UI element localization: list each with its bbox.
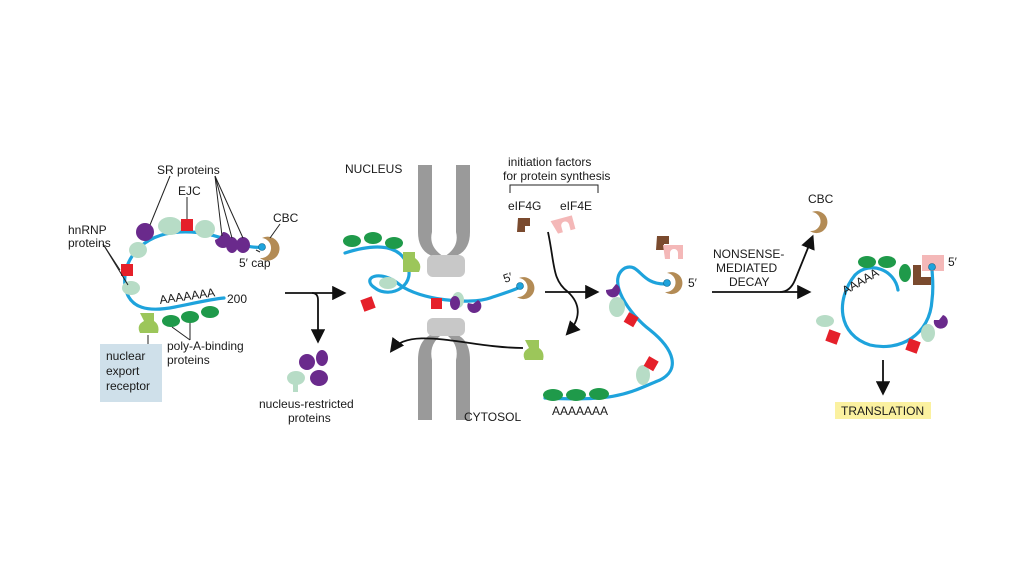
initiation-factors: initiation factors for protein synthesis… [503, 155, 610, 336]
label-pabp-2: proteins [167, 353, 210, 367]
label-cbc-released: CBC [808, 192, 834, 206]
nucleus-restricted-proteins: nucleus-restricted proteins [259, 350, 354, 425]
panel-cytosolic-mrnp: 5′ AAAAAAA [543, 236, 698, 418]
eif4e [550, 215, 576, 234]
ejc [121, 264, 133, 276]
label-eif4e: eIF4E [560, 199, 592, 213]
label-5-prime: 5′ [501, 269, 515, 285]
panel-nuclear-mrnp: SR proteins EJC hnRNP proteins CBC 5′ ca… [68, 163, 299, 402]
panel-export-through-pore: NUCLEUS CYTOSOL 5′ [343, 162, 544, 424]
cbc [260, 236, 280, 261]
poly-a-binding-protein [181, 311, 199, 323]
released-cbc [810, 211, 828, 234]
hnrnp-protein [122, 281, 140, 295]
hnrnp-protein [195, 220, 215, 238]
label-cytosol: CYTOSOL [464, 410, 521, 424]
label-export-1: nuclear [106, 349, 145, 363]
label-export-3: receptor [106, 379, 150, 393]
translation-box [835, 402, 931, 419]
label-nucleus: NUCLEUS [345, 162, 402, 176]
label-nmd-2: MEDIATED [716, 261, 777, 275]
label-hnrnp-2: proteins [68, 236, 111, 250]
label-export-2: export [106, 364, 140, 378]
poly-a-binding-protein [201, 306, 219, 318]
label-translation: TRANSLATION [841, 404, 924, 418]
label-5-cap: 5′ cap [239, 256, 271, 270]
label-5-prime: 5′ [688, 276, 698, 290]
label-ejc: EJC [178, 184, 201, 198]
mrna-strand [840, 266, 935, 349]
sr-protein [226, 237, 238, 253]
poly-a-tail: AAAAAAA [552, 404, 608, 418]
label-restricted-1: nucleus-restricted [259, 397, 354, 411]
mrna-strand [123, 230, 264, 311]
panel-circularized-mrna: 5′ AAAAA TRANSLATION [816, 255, 958, 419]
export-receptor-label-box [100, 344, 162, 402]
arrow-nmd: NONSENSE- MEDIATED DECAY CBC [712, 192, 834, 300]
label-cbc: CBC [273, 211, 299, 225]
poly-a-length: 200 [227, 292, 247, 306]
mrna-strand [543, 265, 674, 401]
sr-protein [236, 237, 250, 253]
arrow-export [285, 285, 347, 344]
label-init-1: initiation factors [508, 155, 591, 169]
label-init-2: for protein synthesis [503, 169, 610, 183]
sr-protein [136, 223, 154, 241]
mrna-strand [343, 245, 522, 303]
ejc [181, 219, 193, 231]
nuclear-export-receptor [138, 313, 159, 333]
label-sr-proteins: SR proteins [157, 163, 220, 177]
label-5-prime: 5′ [948, 255, 958, 269]
label-pabp-1: poly-A-binding [167, 339, 244, 353]
hnrnp-protein [158, 217, 182, 235]
label-restricted-2: proteins [288, 411, 331, 425]
cap-icon [258, 243, 266, 251]
label-nmd-3: DECAY [729, 275, 769, 289]
eif4g [517, 218, 530, 232]
hnrnp-protein [129, 242, 147, 258]
poly-a-binding-protein [162, 315, 180, 327]
released-export-receptor [523, 340, 544, 360]
label-nmd-1: NONSENSE- [713, 247, 784, 261]
label-eif4g: eIF4G [508, 199, 541, 213]
label-hnrnp-1: hnRNP [68, 223, 107, 237]
nuclear-pore [418, 165, 470, 420]
